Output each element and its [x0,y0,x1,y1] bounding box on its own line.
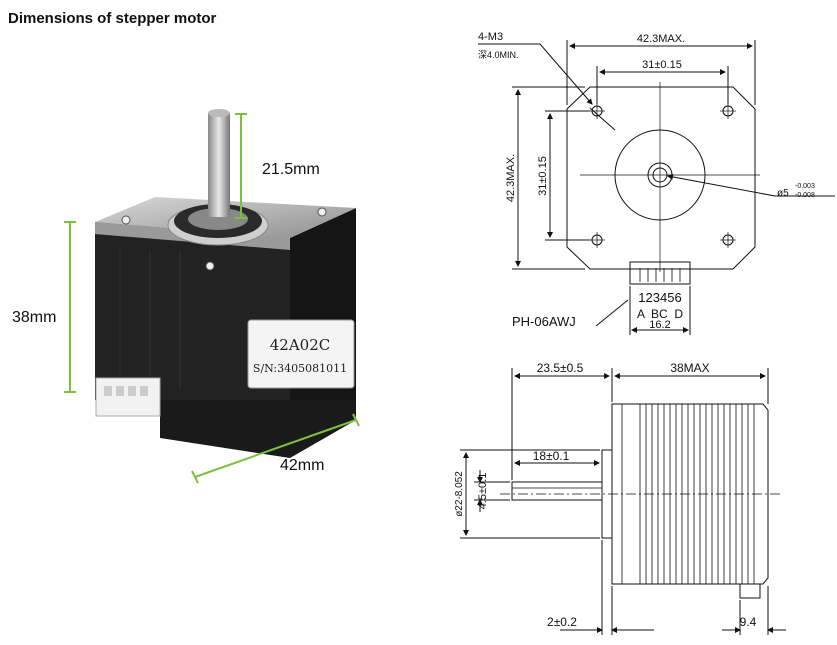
shaft-diameter: ø5 [777,188,789,199]
boss-height: 2±0.2 [547,615,577,629]
connector-width: 16.2 [649,319,670,331]
front-body-outline [566,86,756,270]
side-body-outline [611,403,769,585]
shaft-tol-lower: -0.008 [795,192,815,199]
front-view [478,40,835,335]
side-view [460,368,786,635]
connector-phases: A BC D [637,307,683,321]
height-label: 38mm [12,309,56,326]
flat-length: 18±0.1 [533,449,570,463]
motor-connector [95,377,161,417]
photo-dimension-lines [64,113,360,484]
connector-pins: 123456 [638,290,681,305]
page-title: Dimensions of stepper motor [8,10,217,27]
width-label: 42mm [280,457,324,474]
front-width-max: 42.3MAX. [637,33,685,45]
side-shaft [511,481,603,501]
motor-label-model: 42A02C [270,336,330,354]
motor-photo: 42A02C S/N:3405081011 [95,109,356,458]
shaft-length-label: 21.5mm [262,161,320,178]
side-connector [739,584,761,599]
connector-model: PH-06AWJ [512,314,576,329]
connector-offset: 9.4 [740,615,757,629]
body-length: 38MAX [670,361,709,375]
motor-label [247,319,355,389]
screw-callout: 4-M3 [478,31,503,43]
front-connector [629,261,691,285]
boss-diameter: ø22-8.052 [454,471,465,517]
motor-label-serial: S/N:3405081011 [253,362,347,375]
screw-depth: 深4.0MIN. [478,50,519,60]
shaft-total-length: 23.5±0.5 [537,361,584,375]
front-height-max: 42.3MAX. [505,154,517,202]
shaft-tol-upper: -0.003 [795,183,815,190]
flat-depth: 4.5±0.1 [477,473,489,510]
front-hole-spacing-h: 31±0.15 [642,59,682,71]
motor-shaft [208,113,230,217]
front-hole-spacing-v: 31±0.15 [537,156,549,196]
